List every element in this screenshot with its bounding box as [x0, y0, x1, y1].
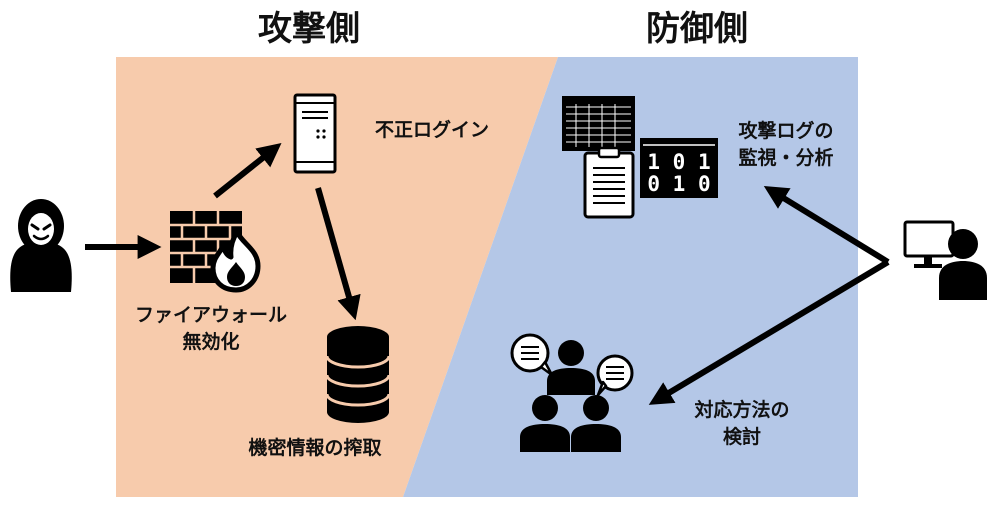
clipboard-icon	[583, 146, 635, 219]
response-label-line2: 検討	[723, 425, 761, 448]
binary-row-1: 1 0 1	[647, 150, 710, 174]
binary-window-icon: 1 0 1 0 1 0	[640, 138, 718, 198]
monitor-label-line2: 監視・分析	[738, 146, 833, 169]
log-window-icon	[562, 96, 635, 151]
database-icon	[325, 326, 391, 423]
binary-row-2: 0 1 0	[647, 172, 710, 196]
attack-side-panel	[116, 57, 558, 497]
firewall-label-line1: ファイアウォール	[135, 304, 287, 326]
login-label: 不正ログイン	[375, 118, 489, 141]
arrow-server-to-database	[315, 187, 361, 321]
fire-icon	[210, 229, 261, 293]
arrow-firewall-to-server	[213, 143, 282, 199]
server-icon	[293, 93, 337, 174]
arrow-analyst-to-monitor	[763, 185, 890, 265]
defense-side-heading: 防御側	[646, 9, 748, 49]
monitor-label-line1: 攻撃ログの	[738, 119, 833, 142]
hacker-icon	[10, 199, 72, 292]
firewall-label-line2: 無効化	[182, 330, 239, 353]
speech-bubble-icon	[510, 333, 554, 377]
defense-side-panel	[403, 57, 858, 497]
analyst-computer-icon	[903, 220, 987, 300]
arrow-analyst-to-team	[648, 259, 890, 405]
team-discussion-icon	[510, 333, 634, 452]
response-label-line1: 対応方法の	[693, 398, 789, 421]
speech-bubble-icon	[596, 354, 634, 397]
attack-side-heading: 攻撃側	[258, 9, 360, 49]
theft-label: 機密情報の搾取	[248, 436, 381, 459]
